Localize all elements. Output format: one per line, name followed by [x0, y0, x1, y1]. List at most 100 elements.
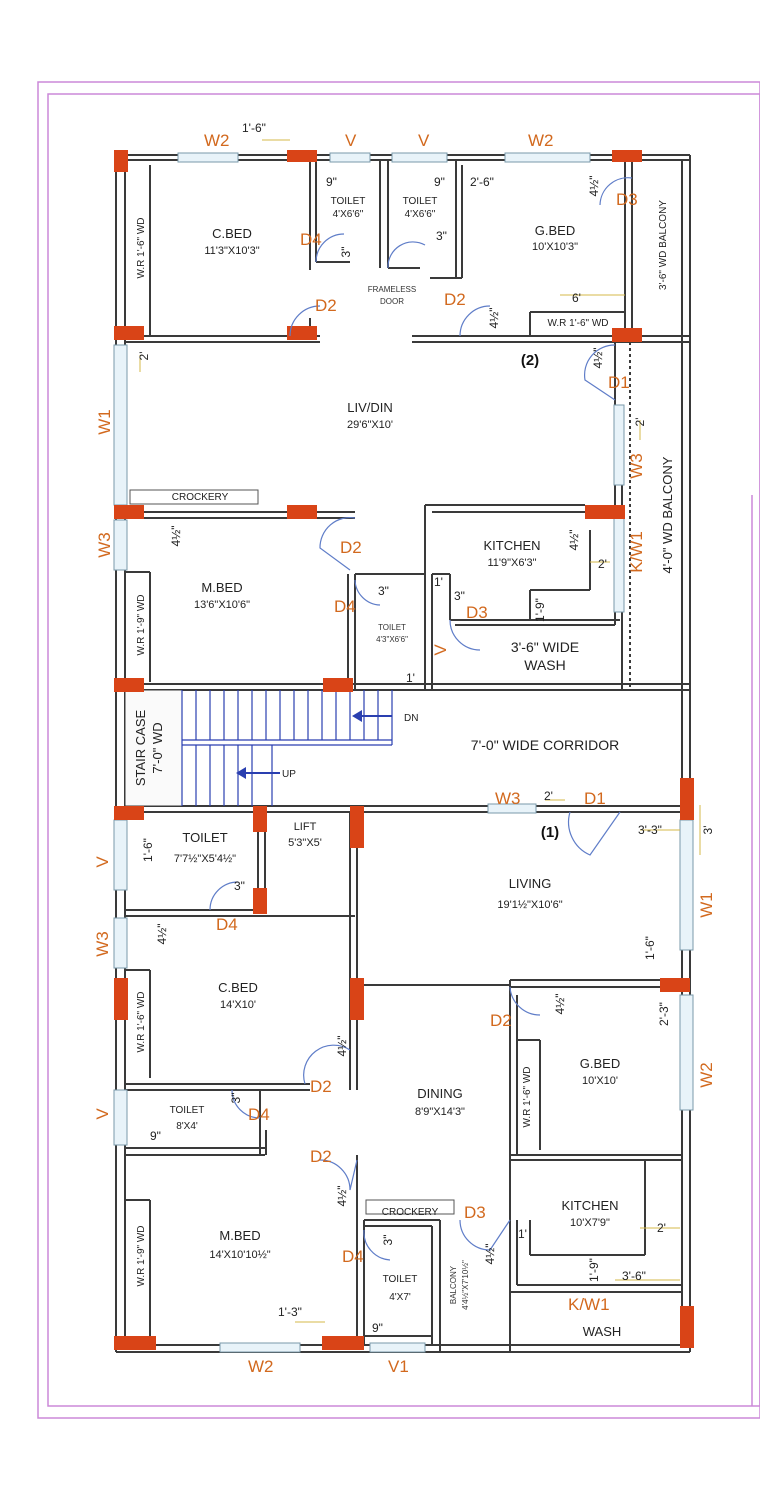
dim-4h-f: 4½"	[155, 924, 169, 945]
wash-top-line2: WASH	[524, 657, 565, 673]
sheet-inner-border	[47, 93, 760, 1407]
tag-d4-top: D4	[300, 230, 322, 249]
mbed-bot-name: M.BED	[219, 1228, 260, 1243]
toilet-lb-name: TOILET	[182, 830, 227, 845]
tag-w1-left-top: W1	[95, 409, 114, 435]
dining-name: DINING	[417, 1086, 463, 1101]
tag-d4-mbed: D4	[334, 597, 356, 616]
outer-walls	[115, 154, 691, 1353]
tag-w1-right-bot: W1	[697, 892, 716, 918]
tag-d4-lb: D4	[216, 915, 238, 934]
flat1-label: (1)	[541, 824, 559, 841]
tag-w3-corr: W3	[495, 789, 521, 808]
flat2-label: (2)	[521, 352, 539, 369]
cbed-bot-name: C.BED	[218, 980, 258, 995]
dim-2-b: 2'	[633, 418, 647, 427]
dim-9-a: 9"	[326, 175, 337, 189]
dim-9-c: 9"	[150, 1129, 161, 1143]
dim-3-6: 3'-6"	[622, 1269, 646, 1283]
dim-2-3: 2'-3"	[657, 1002, 671, 1026]
dim-1-9-b: 1'-9"	[587, 1258, 601, 1282]
kitchen-top-size: 11'9"X6'3"	[487, 557, 536, 569]
tag-d2-gbed-bot: D2	[490, 1011, 512, 1030]
living-size: 19'1½"X10'6"	[497, 899, 562, 911]
lift-name: LIFT	[294, 821, 317, 833]
balcony-right-label: 4'-0" WD BALCONY	[660, 456, 675, 573]
windows[interactable]	[113, 152, 694, 1353]
dim-6: 6'	[572, 291, 581, 305]
balcony-bot-line2: 4'4½"X7'10½"	[461, 1260, 470, 1310]
dim-4h-g: 4½"	[553, 994, 567, 1015]
livdin-name: LIV/DIN	[347, 400, 393, 415]
tag-v1-bottom: V1	[388, 1357, 409, 1376]
tag-kw1-top: K/W1	[627, 531, 646, 573]
dim-2-6: 2'-6"	[470, 175, 494, 189]
dim-9-b: 9"	[434, 175, 445, 189]
tag-d2-cbed-bot: D2	[310, 1077, 332, 1096]
staircase	[124, 689, 393, 807]
toilet-m-top-size: 4'3"X6'6"	[376, 635, 408, 644]
balcony-top-label: 3'-6" WD BALCONY	[658, 200, 669, 290]
tag-d3-gbed: D3	[616, 190, 638, 209]
tag-d2-mbed-bot: D2	[310, 1147, 332, 1166]
tag-w2-top-right: W2	[528, 131, 554, 150]
tag-v-left1: V	[93, 856, 112, 868]
crockery-top: CROCKERY	[172, 492, 229, 503]
door-label: DOOR	[380, 297, 404, 306]
dim-3-d: 3"	[454, 589, 465, 603]
wr-gbed-bot: W.R 1'-6" WD	[522, 1066, 533, 1127]
tag-d1-corr: D1	[584, 789, 606, 808]
kitchen-top-name: KITCHEN	[483, 538, 540, 553]
wr-cbed-top: W.R 1'-6" WD	[136, 217, 147, 278]
cbed-bot-size: 14'X10'	[220, 999, 256, 1011]
tag-w3-right-top: W3	[627, 453, 646, 479]
toilet-t2-name: TOILET	[403, 196, 438, 207]
dim-4h-h: 4½"	[335, 1036, 349, 1057]
dim-4h-j: 4½"	[483, 1244, 497, 1265]
balcony-bot-line1: BALCONY	[449, 1265, 458, 1304]
dining-size: 8'9"X14'3"	[415, 1106, 465, 1118]
stair-treads-upper	[195, 690, 379, 740]
tag-w3-left-bot: W3	[93, 931, 112, 957]
tag-d4-small: D4	[248, 1105, 270, 1124]
mbed-bot-size: 14'X10'10½"	[209, 1249, 270, 1261]
room-labels: C.BED 11'3"X10'3" TOILET 4'X6'6" TOILET …	[170, 196, 622, 1339]
staircase-label-2: 7'-0" WD	[150, 722, 165, 773]
mbed-top-size: 13'6"X10'6"	[194, 599, 250, 611]
dim-4h-d: 4½"	[169, 526, 183, 547]
lift-size: 5'3"X5'	[288, 837, 322, 849]
mbed-top-name: M.BED	[201, 580, 242, 595]
sheet-border	[37, 81, 760, 1419]
toilet-bot-name: TOILET	[383, 1274, 418, 1285]
dim-4h-e: 4½"	[567, 530, 581, 551]
tag-v-top1: V	[345, 131, 357, 150]
dim-3-c: 3"	[378, 584, 389, 598]
dim-4h-c: 4½"	[591, 348, 605, 369]
stair-treads-lower	[195, 745, 253, 806]
toilet-lb-size: 7'7½"X5'4½"	[174, 853, 236, 865]
up-arrowhead	[236, 767, 246, 779]
tag-d2-gbed: D2	[444, 290, 466, 309]
wr-cbed-bot: W.R 1'-6" WD	[136, 991, 147, 1052]
frameless-label: FRAMELESS	[368, 285, 416, 294]
dim-1-c: 1'	[518, 1227, 527, 1241]
dim-1-6-top: 1'-6"	[242, 121, 266, 135]
livdin-size: 29'6"X10'	[347, 419, 393, 431]
door-swings[interactable]	[209, 177, 633, 1261]
toilet-m-top-name: TOILET	[378, 623, 406, 632]
dim-3-h: 3"	[381, 1235, 395, 1246]
dim-2-c: 2'	[598, 557, 607, 571]
tag-d1-top: D1	[608, 373, 630, 392]
dim-3-b: 3"	[436, 229, 447, 243]
dim-1-6-c: 1'-6"	[643, 936, 657, 960]
toilet-bot-size: 4'X7'	[389, 1292, 411, 1303]
opening-tags: W2 V V W2 D3 D4 D2 D2 D1 W1 W3 W3 D2 D4 …	[93, 131, 716, 1376]
staircase-label-1: STAIR CASE	[133, 710, 148, 787]
tag-w2-right-bot: W2	[697, 1062, 716, 1088]
wr-mbed-bot: W.R 1'-9" WD	[136, 1225, 147, 1286]
dim-4h-i: 4½"	[335, 1186, 349, 1207]
dn-arrowhead	[352, 710, 362, 722]
crockery-bot: CROCKERY	[382, 1207, 439, 1218]
dim-2-a: 2'	[137, 352, 151, 361]
